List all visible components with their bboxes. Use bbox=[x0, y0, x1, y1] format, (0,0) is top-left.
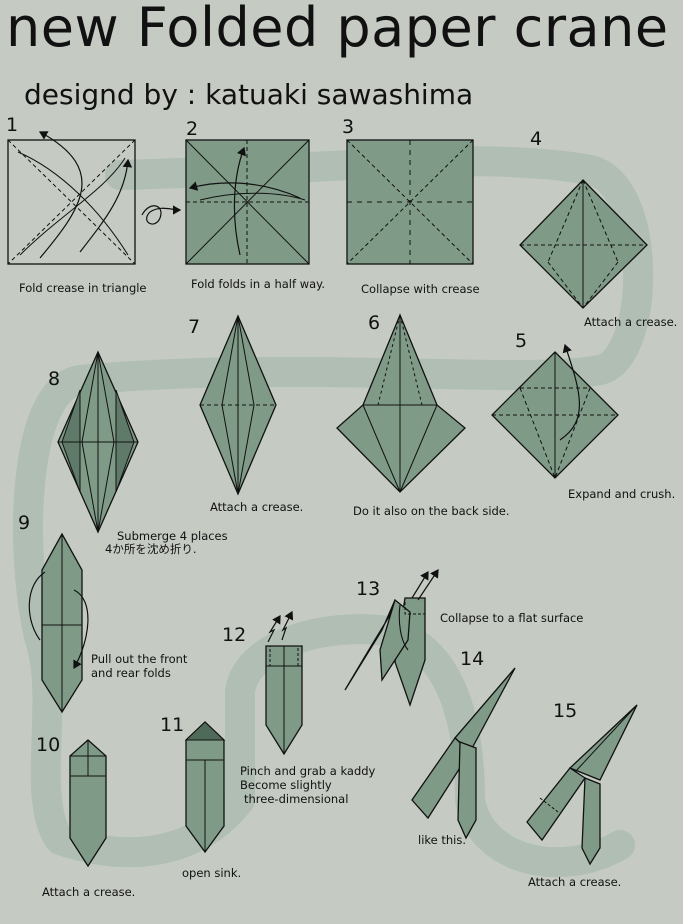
step-3-figure bbox=[346, 139, 474, 265]
step-number-6: 6 bbox=[368, 312, 381, 334]
step-12-figure bbox=[265, 610, 303, 756]
step-number-5: 5 bbox=[515, 330, 528, 352]
step-4-figure bbox=[519, 179, 648, 309]
step-2-figure bbox=[185, 139, 310, 265]
step-number-3: 3 bbox=[342, 116, 355, 138]
step-1-figure bbox=[7, 131, 182, 265]
background-path bbox=[13, 146, 654, 878]
diagram-title: new Folded paper crane bbox=[6, 0, 669, 59]
step-8-caption: Submerge 4 places bbox=[117, 529, 228, 543]
step-number-9: 9 bbox=[18, 512, 31, 534]
step-number-14: 14 bbox=[460, 648, 485, 670]
step-6-figure bbox=[336, 313, 466, 493]
step-number-13: 13 bbox=[356, 578, 381, 600]
step-12-caption-3: three-dimensional bbox=[244, 792, 349, 806]
step-14-caption: like this. bbox=[418, 833, 467, 847]
step-11-figure bbox=[184, 721, 226, 854]
step-6-caption: Do it also on the back side. bbox=[353, 504, 510, 518]
step-number-8: 8 bbox=[48, 368, 61, 390]
step-number-7: 7 bbox=[188, 316, 201, 338]
step-9-figure bbox=[28, 532, 89, 714]
step-number-12: 12 bbox=[222, 624, 247, 646]
step-number-1: 1 bbox=[6, 114, 19, 136]
step-9-caption: Pull out the front bbox=[91, 652, 188, 666]
step-12-caption-2: Become slightly bbox=[240, 778, 332, 792]
step-8-caption-2: 4か所を沈め折り. bbox=[105, 542, 197, 556]
step-number-15: 15 bbox=[553, 700, 578, 722]
step-3-caption: Collapse with crease bbox=[361, 282, 480, 296]
step-4-caption: Attach a crease. bbox=[584, 315, 678, 329]
step-number-10: 10 bbox=[36, 734, 61, 756]
step-8-figure bbox=[57, 350, 139, 534]
step-7-figure bbox=[199, 314, 277, 496]
step-14-figure bbox=[411, 667, 516, 840]
step-15-figure bbox=[526, 704, 638, 866]
step-1-caption: Fold crease in triangle bbox=[19, 281, 147, 295]
step-11-caption: open sink. bbox=[182, 866, 242, 880]
step-10-caption: Attach a crease. bbox=[42, 885, 136, 899]
step-number-4: 4 bbox=[530, 128, 543, 150]
step-2-caption: Fold folds in a half way. bbox=[191, 277, 325, 291]
step-9-caption-2: and rear folds bbox=[91, 666, 171, 680]
step-10-figure bbox=[69, 739, 107, 868]
step-7-caption: Attach a crease. bbox=[210, 500, 304, 514]
step-13-caption: Collapse to a flat surface bbox=[440, 611, 584, 625]
step-number-2: 2 bbox=[186, 118, 199, 140]
step-13-figure bbox=[344, 569, 439, 708]
step-number-11: 11 bbox=[160, 714, 185, 736]
diagram-subtitle: designd by : katuaki sawashima bbox=[24, 78, 474, 111]
step-15-caption: Attach a crease. bbox=[528, 875, 622, 889]
step-12-caption: Pinch and grab a kaddy bbox=[240, 764, 376, 778]
step-5-caption: Expand and crush. bbox=[568, 487, 676, 501]
step-5-figure bbox=[491, 343, 619, 479]
